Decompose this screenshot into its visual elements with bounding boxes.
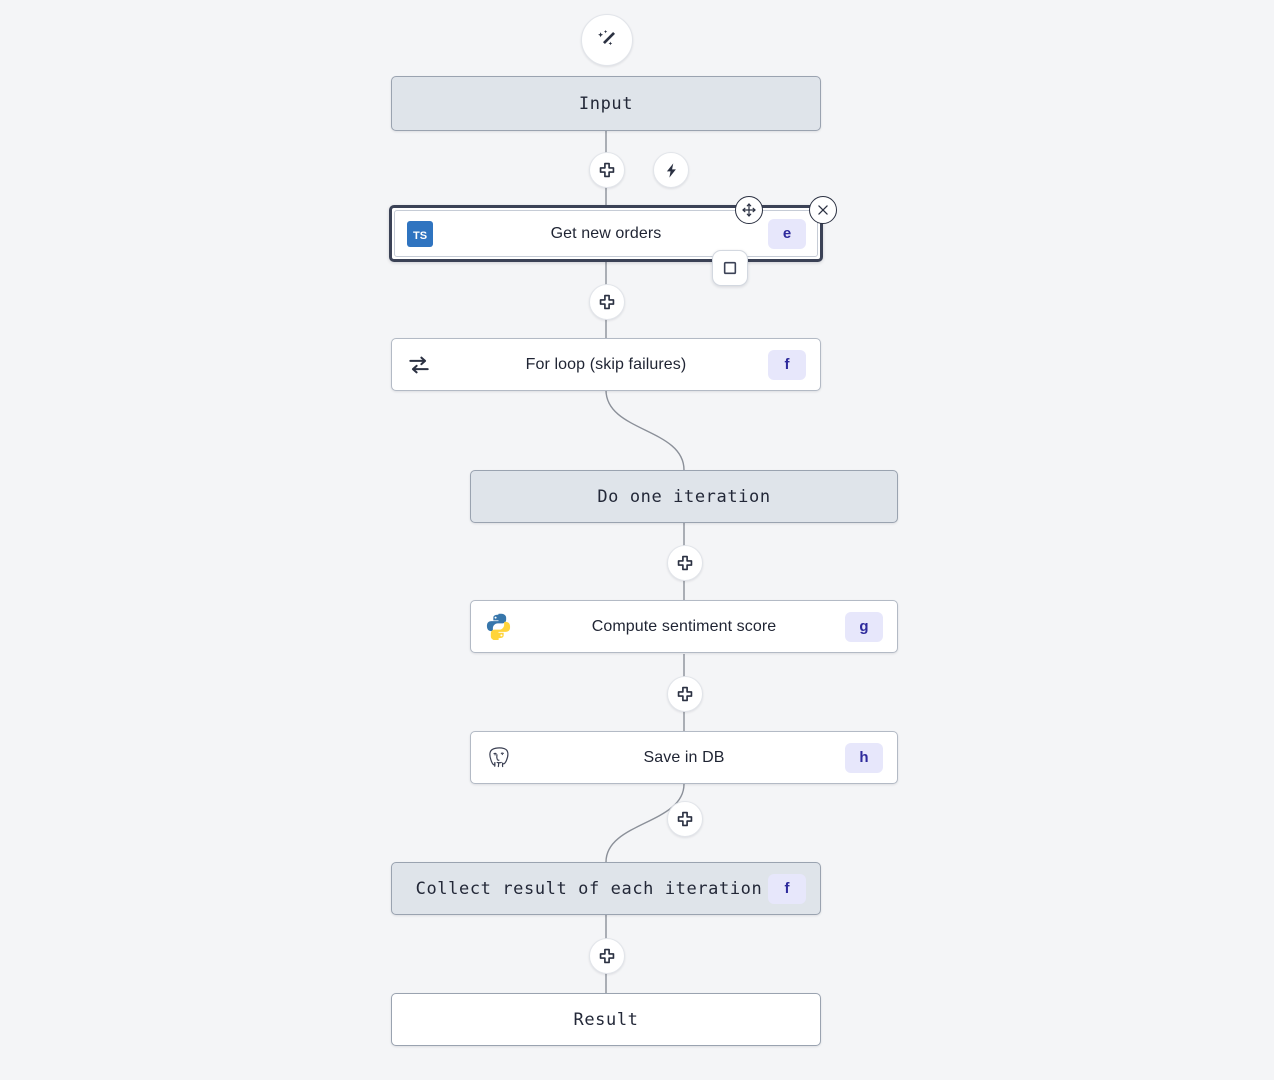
plus-icon (598, 293, 616, 311)
add-step-button-after-compute-sentiment-score[interactable] (667, 676, 703, 712)
node-do-one-iteration-label: Do one iteration (597, 486, 771, 507)
node-collect-result-badge[interactable]: f (768, 873, 806, 904)
node-save-in-db[interactable]: Save in DB h (470, 731, 898, 784)
node-result[interactable]: Result (391, 993, 821, 1046)
move-handle-icon-button[interactable] (735, 196, 763, 224)
node-compute-sentiment-score-label: Compute sentiment score (591, 617, 777, 635)
plus-icon (676, 554, 694, 572)
lightning-icon (663, 162, 680, 179)
node-do-one-iteration[interactable]: Do one iteration (470, 470, 898, 523)
move-icon (741, 202, 757, 218)
add-step-button-after-save-in-db[interactable] (667, 801, 703, 837)
add-step-button-after-input[interactable] (589, 152, 625, 188)
plus-icon (676, 810, 694, 828)
node-input[interactable]: Input (391, 76, 821, 131)
node-input-label: Input (578, 93, 634, 114)
ai-assistant-button[interactable] (581, 14, 633, 66)
node-save-in-db-icon-slot (471, 732, 525, 783)
plus-icon (598, 947, 616, 965)
node-save-in-db-badge[interactable]: h (845, 742, 883, 773)
plus-icon (676, 685, 694, 703)
node-compute-sentiment-score-badge[interactable]: g (845, 611, 883, 642)
node-for-loop-label: For loop (skip failures) (525, 355, 687, 373)
node-for-loop-icon-slot (392, 339, 446, 390)
stop-node-button[interactable] (712, 250, 748, 286)
add-step-button-after-do-one-iteration[interactable] (667, 545, 703, 581)
node-save-in-db-label: Save in DB (643, 748, 725, 766)
edge-for-loop-to-do-one-iteration (605, 389, 685, 471)
loop-icon (406, 352, 432, 378)
square-icon (722, 260, 738, 276)
node-collect-result[interactable]: Collect result of each iteration f (391, 862, 821, 915)
node-for-loop[interactable]: For loop (skip failures) f (391, 338, 821, 391)
add-step-button-after-get-new-orders[interactable] (589, 284, 625, 320)
node-compute-sentiment-score[interactable]: Compute sentiment score g (470, 600, 898, 653)
node-get-new-orders-badge[interactable]: e (768, 218, 806, 249)
add-trigger-button-after-input[interactable] (653, 152, 689, 188)
magic-wand-icon (595, 28, 619, 52)
node-get-new-orders-label: Get new orders (550, 224, 662, 242)
add-step-button-after-collect-result[interactable] (589, 938, 625, 974)
node-result-label: Result (573, 1009, 639, 1030)
close-icon (816, 203, 830, 217)
node-collect-result-label: Collect result of each iteration (415, 878, 763, 899)
node-for-loop-badge[interactable]: f (768, 349, 806, 380)
postgresql-icon (485, 745, 511, 771)
delete-node-button[interactable] (809, 196, 837, 224)
python-icon (485, 613, 512, 640)
node-get-new-orders[interactable]: TS Get new orders e (389, 196, 837, 286)
plus-icon (598, 161, 616, 179)
node-compute-sentiment-score-icon-slot (471, 601, 525, 652)
